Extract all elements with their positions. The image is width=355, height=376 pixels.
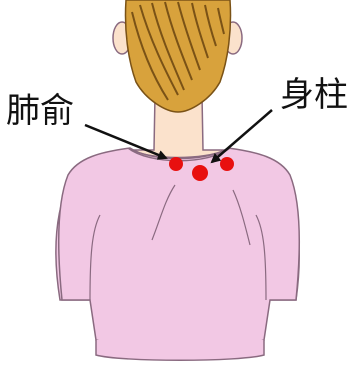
acupoint-feishu-left	[169, 157, 183, 171]
label-shenzhu: 身柱	[280, 75, 348, 115]
acupoint-feishu-right	[220, 157, 234, 171]
hair	[125, 0, 230, 112]
shirt	[59, 148, 300, 346]
shirt-hem	[96, 340, 264, 360]
label-feishu: 肺俞	[6, 91, 74, 131]
acupoint-shenzhu	[192, 165, 208, 181]
person-back-figure	[56, 0, 299, 360]
